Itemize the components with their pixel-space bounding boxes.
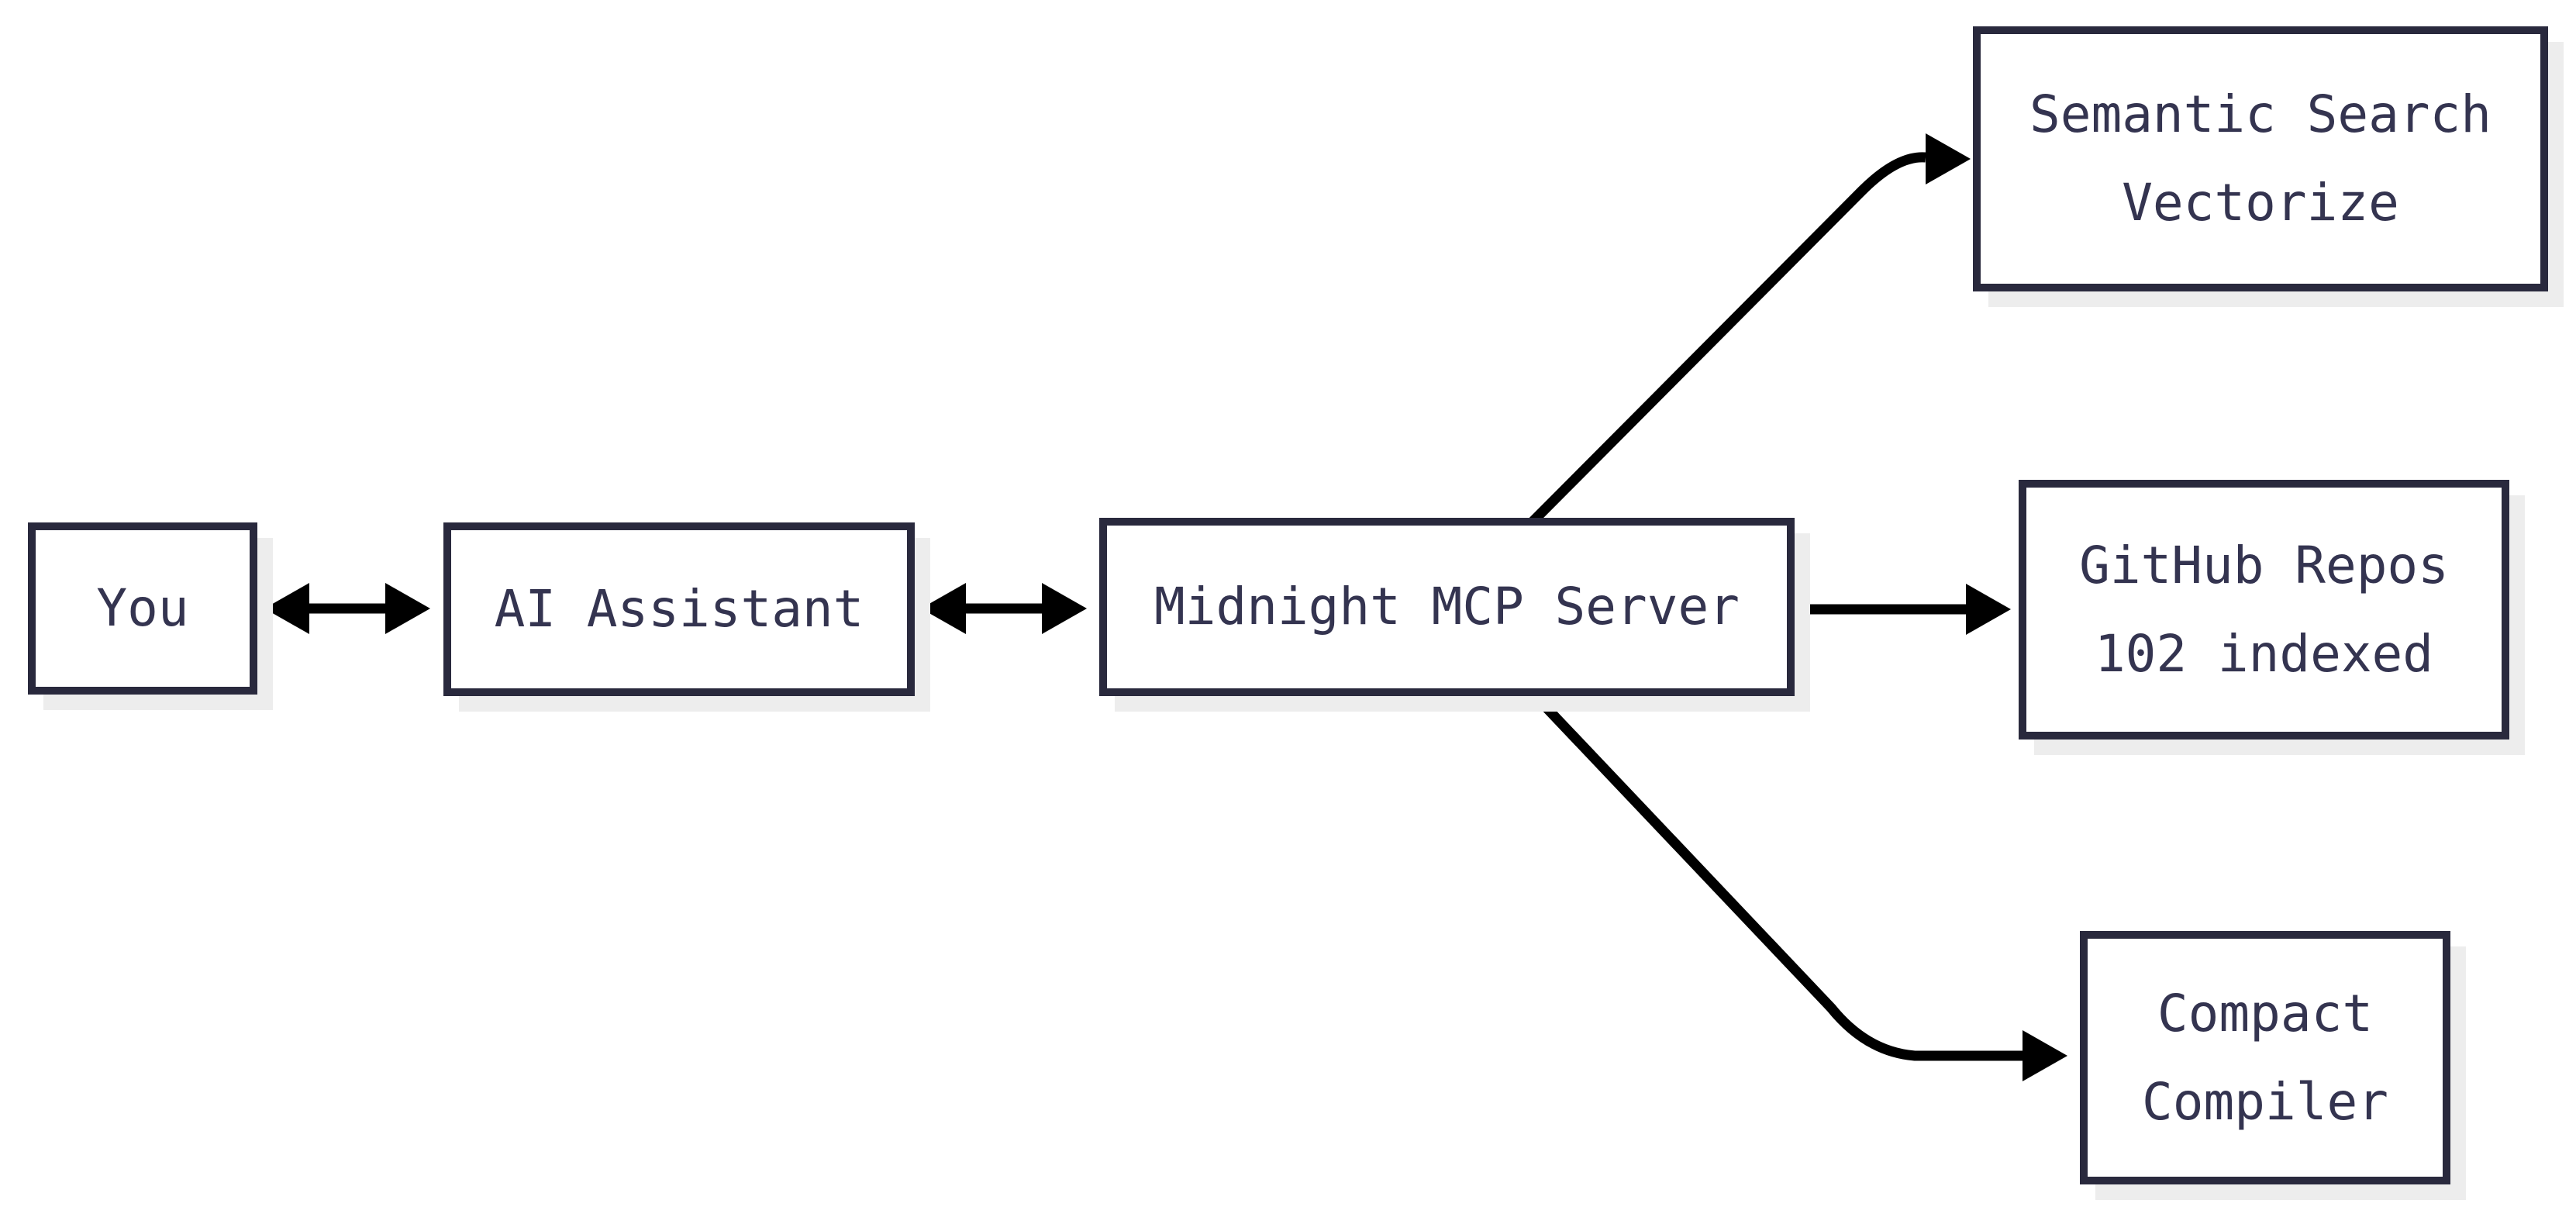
node-github-line1: GitHub Repos [2079,535,2449,595]
node-compact-compiler: Compact Compiler [2080,931,2450,1184]
arrowhead-right-icon [1042,583,1087,634]
node-semantic-search-vectorize: Semantic Search Vectorize [1973,26,2548,291]
arrowhead-icon [2023,1030,2067,1081]
node-compact-compiler-label: Compact Compiler [2142,970,2388,1146]
node-semantic-line2: Vectorize [2122,173,2399,233]
node-github-repos-label: GitHub Repos 102 indexed [2079,522,2449,698]
arrowhead-right-icon [385,583,430,634]
node-ai-assistant-label: AI Assistant [495,565,864,653]
edge-mcp-semantic [1527,133,1971,527]
node-midnight-mcp-server: Midnight MCP Server [1099,518,1795,696]
node-mcp-line1: Midnight MCP Server [1154,577,1740,636]
node-you-label: You [96,564,188,653]
node-you-line1: You [96,578,189,638]
arrowhead-icon [1966,584,2011,635]
node-github-repos: GitHub Repos 102 indexed [2019,480,2509,740]
arrowhead-icon [1926,133,1971,184]
node-ai-assistant: AI Assistant [443,522,915,696]
edge-you-ai-bidirectional [264,583,430,634]
node-semantic-search-label: Semantic Search Vectorize [2029,71,2492,247]
edge-mcp-compiler [1527,688,2067,1081]
arrowhead-left-icon [921,583,966,634]
edge-ai-mcp-bidirectional [921,583,1087,634]
node-ai-line1: AI Assistant [494,579,864,639]
node-compiler-line1: Compact [2157,983,2374,1043]
node-you: You [28,522,257,695]
arrowhead-left-icon [264,583,309,634]
node-compiler-line2: Compiler [2142,1071,2388,1132]
node-midnight-mcp-server-label: Midnight MCP Server [1154,563,1740,651]
edge-mcp-github [1797,584,2011,635]
node-semantic-line1: Semantic Search [2029,84,2492,144]
node-github-line2: 102 indexed [2094,623,2434,684]
